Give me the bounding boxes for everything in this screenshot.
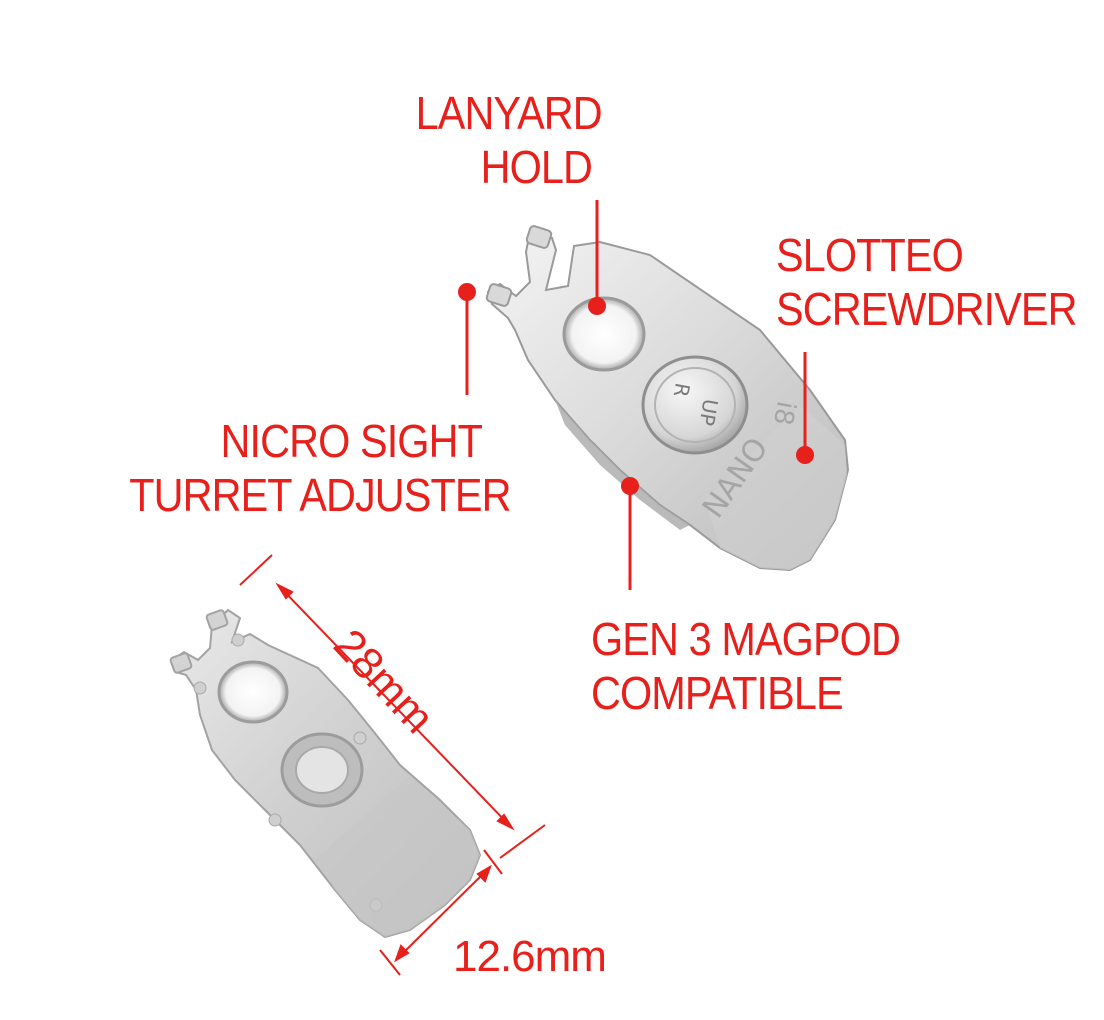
callout-turret-line1: NICRO SIGHT bbox=[220, 415, 482, 467]
callout-slotted-screwdriver: SLOTTEO SCREWDRIVER bbox=[776, 228, 1078, 336]
dimension-lines bbox=[239, 554, 546, 976]
dimension-width-label: 12.6mm bbox=[453, 932, 607, 981]
tool-front-view bbox=[485, 225, 850, 572]
callout-turret-line2: TURRET ADJUSTER bbox=[129, 469, 511, 521]
callout-magpod-line1: GEN 3 MAGPOD bbox=[591, 613, 901, 665]
callout-magpod-compatible: GEN 3 MAGPOD COMPATIBLE bbox=[591, 612, 901, 720]
callout-turret-adjuster: NICRO SIGHT TURRET ADJUSTER bbox=[129, 414, 511, 522]
engraving-button-bottom: R bbox=[669, 381, 695, 399]
callout-lanyard-line2: HOLD bbox=[480, 141, 593, 193]
callout-lines bbox=[458, 200, 814, 590]
callout-lanyard-hold: LANYARD HOLD bbox=[415, 86, 603, 194]
engraving-button-top: UP bbox=[694, 397, 722, 427]
callout-screwdriver-line1: SLOTTEO bbox=[776, 229, 964, 281]
callout-lanyard-line1: LANYARD bbox=[415, 87, 603, 139]
tool-back-view bbox=[169, 608, 482, 939]
callout-magpod-line2: COMPATIBLE bbox=[591, 667, 844, 719]
engraving-brand-mark: i8 bbox=[767, 399, 801, 428]
callout-screwdriver-line2: SCREWDRIVER bbox=[776, 283, 1078, 335]
